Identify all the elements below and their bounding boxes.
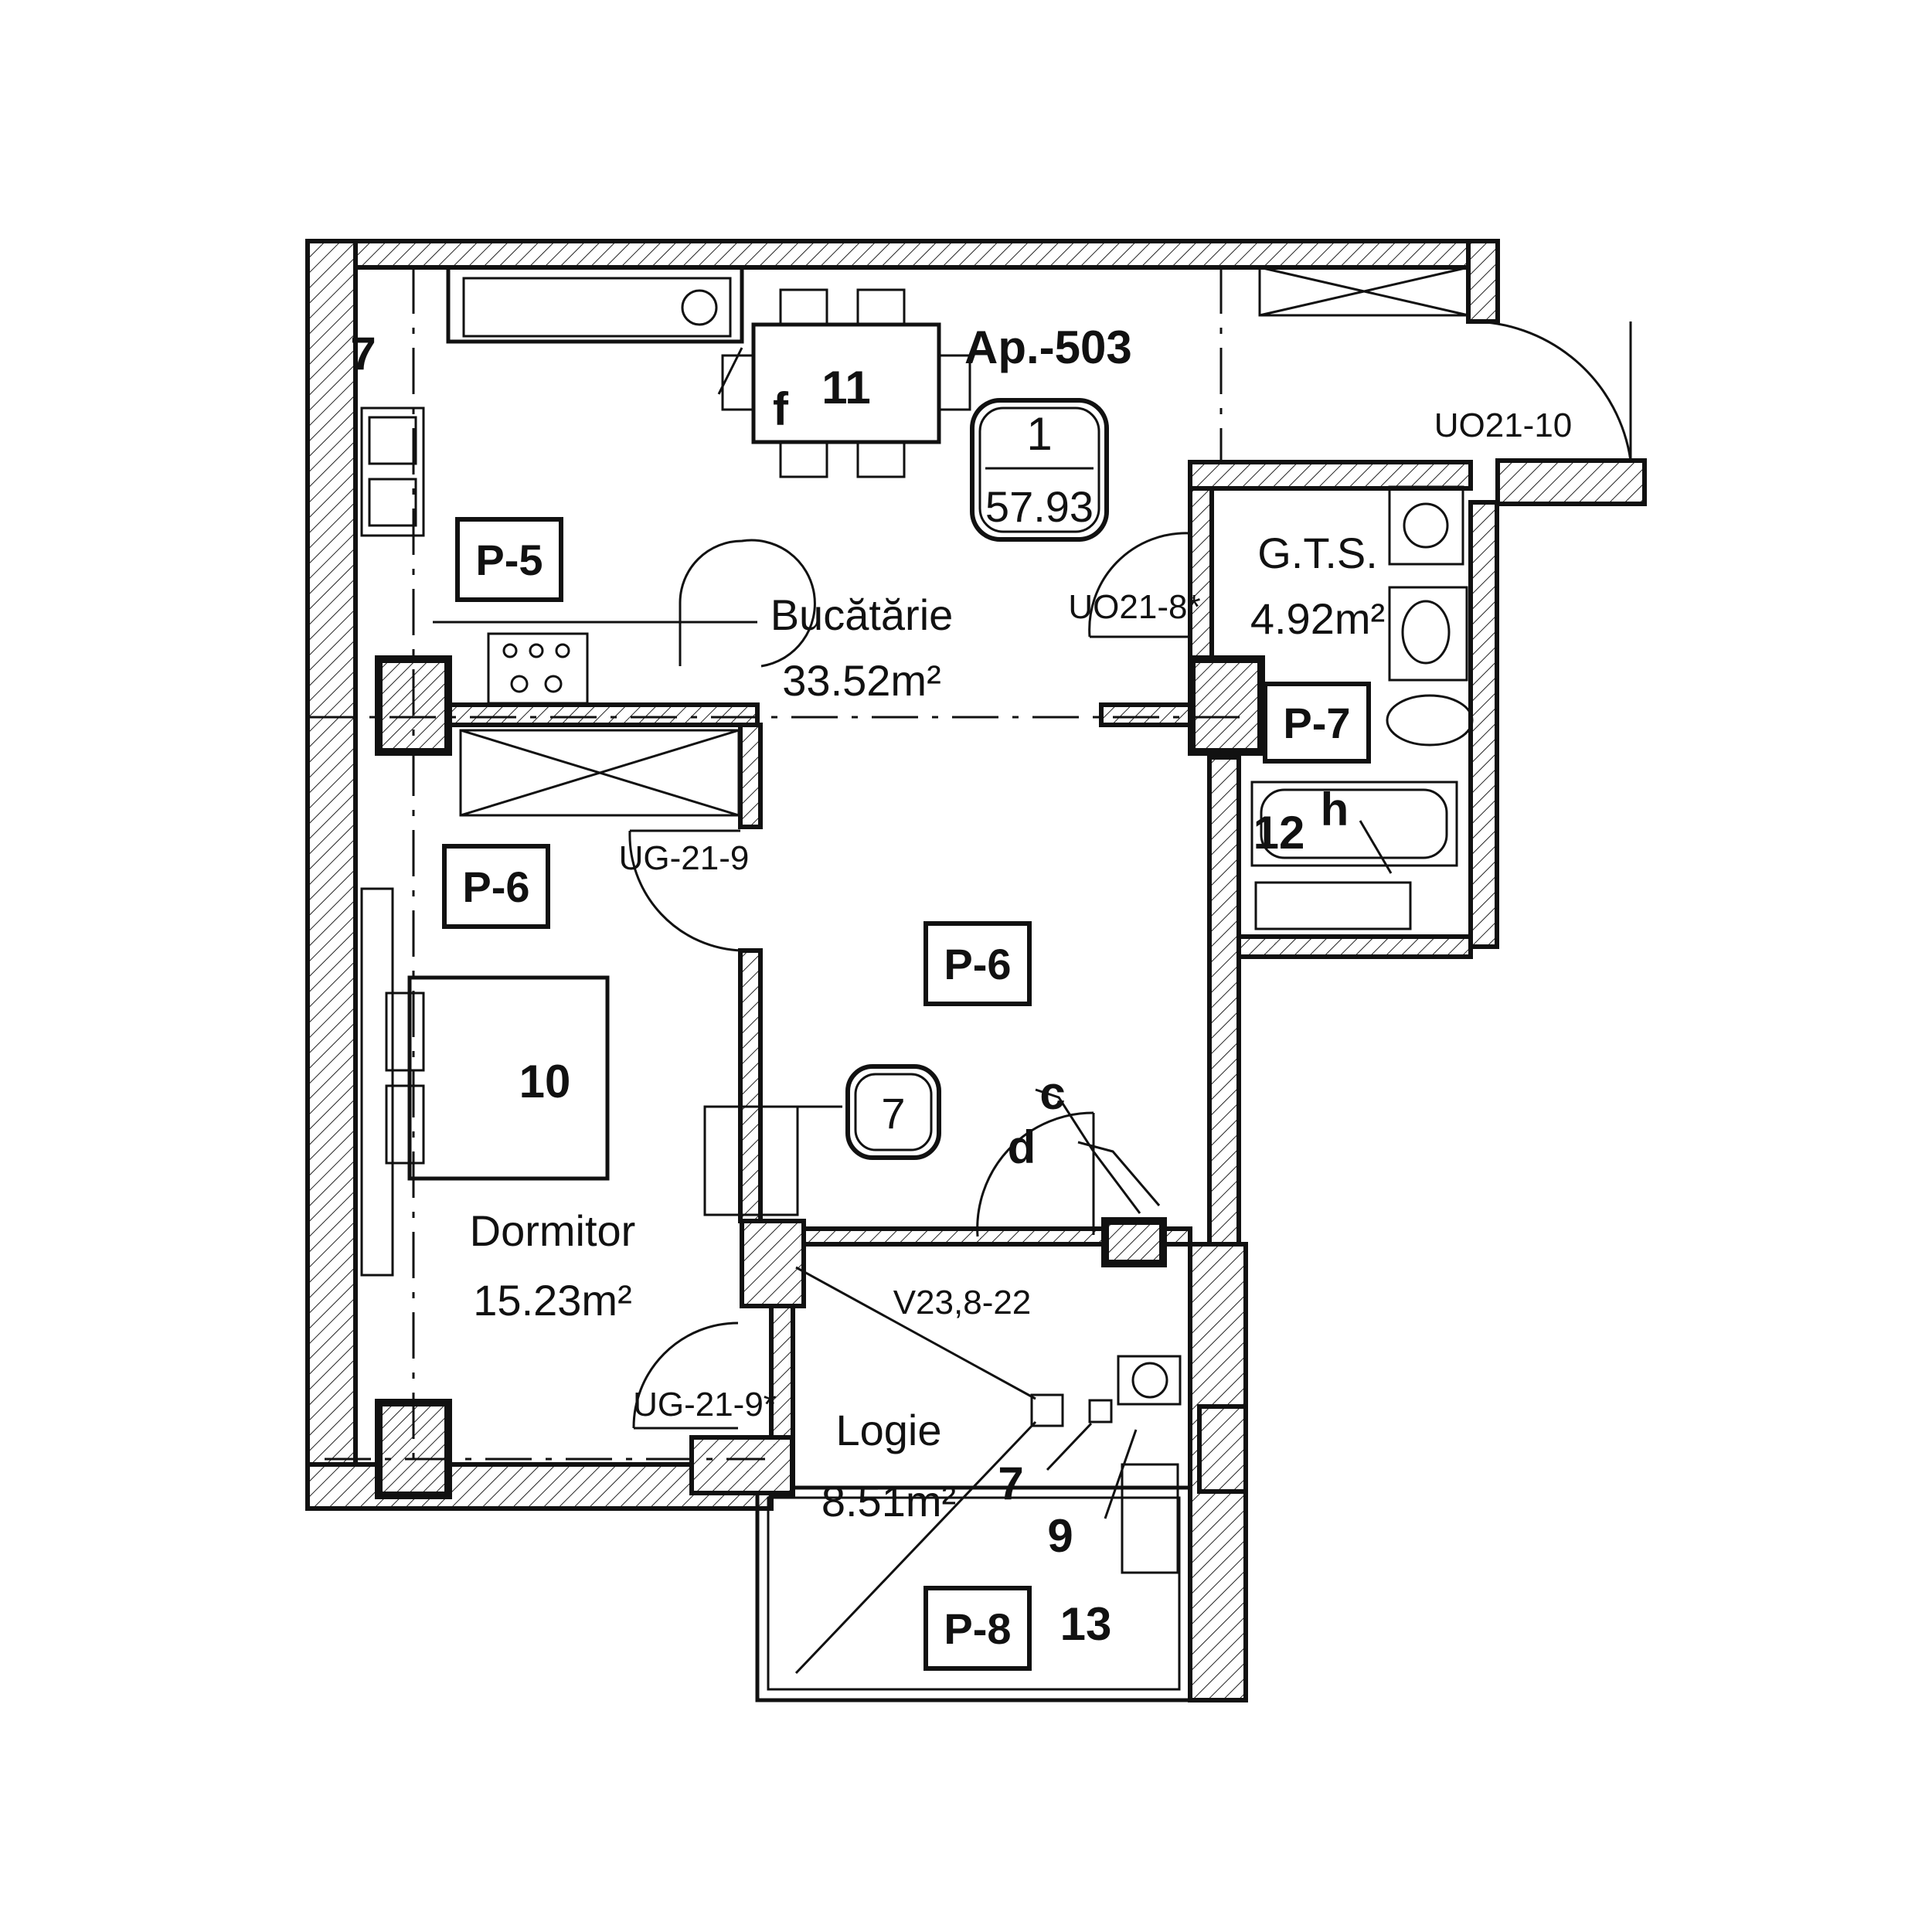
tag-p8: P-8 [944,1604,1011,1653]
room-labels: Bucătărie 33.52m² G.T.S. 4.92m² Dormitor… [470,529,1385,1526]
kitchen-area: 33.52m² [782,656,940,705]
room-number-13: 13 [1060,1598,1112,1650]
loggia-area: 8.51m² [821,1477,956,1526]
letter-h: h [1321,784,1349,835]
room-number-7-loggia: 7 [998,1458,1023,1509]
bathroom-area: 4.92m² [1250,594,1385,643]
letter-f: f [773,383,789,435]
circle-number-7: 7 [881,1089,905,1138]
marker-letters: f h c d [773,383,1349,1173]
door-labels: UO21-10 UO21-8* UG-21-9 UG-21-9* V23,8-2… [619,406,1573,1423]
interior-walls [411,702,1192,1495]
apartment-name: Ap.-503 [964,321,1132,373]
letter-c: c [1039,1067,1065,1119]
door-label-ug21-9-star: UG-21-9* [633,1386,777,1423]
window-label-v23: V23,8-22 [893,1284,1032,1321]
tag-p7: P-7 [1283,699,1350,747]
doors [628,320,1632,1430]
letter-d: d [1008,1121,1036,1173]
bedroom-area: 15.23m² [473,1276,631,1325]
axis-lines [309,267,1252,1468]
door-label-uo21-8: UO21-8* [1068,588,1200,626]
apartment-code: 1 [1026,408,1052,460]
room-number-7-left: 7 [350,328,376,379]
room-number-11: 11 [821,362,870,413]
bathroom-name: G.T.S. [1257,529,1378,577]
door-label-ug21-9: UG-21-9 [619,839,750,877]
apartment-label: Ap.-503 1 57.93 [964,321,1132,542]
tag-p6-bedroom: P-6 [462,862,529,911]
p-tags: P-5 P-6 P-6 P-7 P-8 [442,517,1371,1671]
columns [375,655,1265,1499]
tag-p6-hall: P-6 [944,940,1011,988]
kitchen-name: Bucătărie [770,590,954,639]
room-number-12: 12 [1253,807,1305,859]
room-number-9: 9 [1047,1510,1073,1562]
door-label-uo21-10: UO21-10 [1434,406,1573,444]
loggia-name: Logie [835,1406,941,1454]
bedroom-name: Dormitor [470,1206,636,1255]
tag-p5: P-5 [475,536,543,584]
room-number-10: 10 [519,1056,571,1107]
room-numbers: 11 10 12 13 7 7 9 7 [350,328,1304,1650]
callout-lines [717,347,1393,1519]
apartment-total-area: 57.93 [985,482,1094,531]
